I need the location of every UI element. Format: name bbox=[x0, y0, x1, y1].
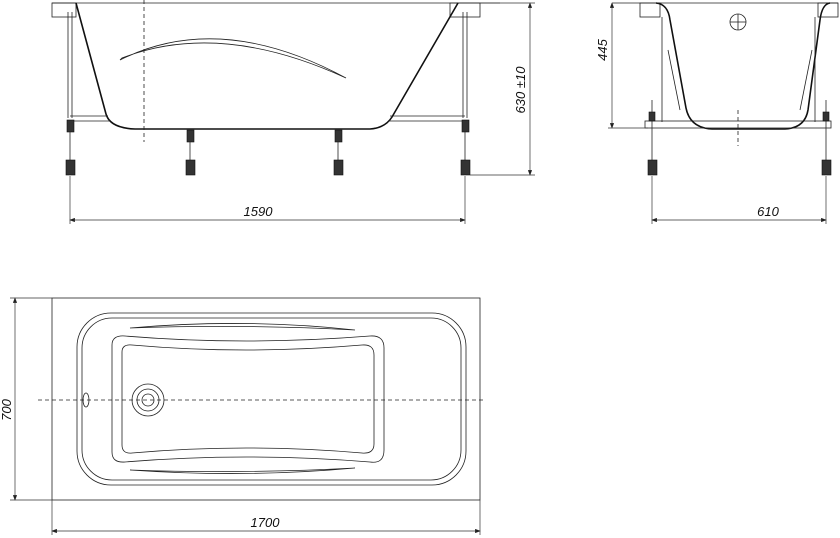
leg bbox=[821, 100, 832, 176]
tub-section bbox=[655, 2, 831, 130]
overflow bbox=[82, 392, 90, 408]
legs-side bbox=[647, 100, 832, 176]
inner-rim bbox=[76, 312, 467, 486]
leg bbox=[65, 119, 76, 176]
side-view: 445 610 bbox=[595, 2, 839, 224]
headrest-arc bbox=[119, 38, 347, 79]
dim-label-445: 445 bbox=[595, 38, 610, 60]
leg bbox=[333, 129, 344, 176]
dim-label-610: 610 bbox=[757, 204, 779, 219]
inner-rim-2 bbox=[81, 317, 462, 481]
basin-inner bbox=[121, 344, 375, 454]
leg bbox=[185, 129, 196, 176]
outer-rim bbox=[51, 297, 481, 501]
leg bbox=[460, 119, 471, 176]
dim-label-1700: 1700 bbox=[251, 515, 281, 530]
tub-outline bbox=[75, 2, 459, 130]
front-view: 1590 630 ±10 bbox=[51, 0, 535, 224]
drain-icon bbox=[131, 383, 165, 417]
inner-wall bbox=[667, 49, 813, 111]
dim-label-630: 630 ±10 bbox=[513, 66, 528, 114]
overflow-circle bbox=[729, 13, 747, 31]
basin bbox=[111, 335, 385, 463]
legs-front bbox=[65, 119, 471, 176]
rim-left bbox=[639, 2, 661, 18]
top-ridge bbox=[129, 323, 356, 331]
dim-label-700: 700 bbox=[0, 398, 14, 420]
leg bbox=[647, 100, 658, 176]
bottom-ridge bbox=[129, 467, 356, 474]
plan-view: 700 1700 bbox=[0, 297, 486, 535]
dim-label-1590: 1590 bbox=[244, 204, 274, 219]
